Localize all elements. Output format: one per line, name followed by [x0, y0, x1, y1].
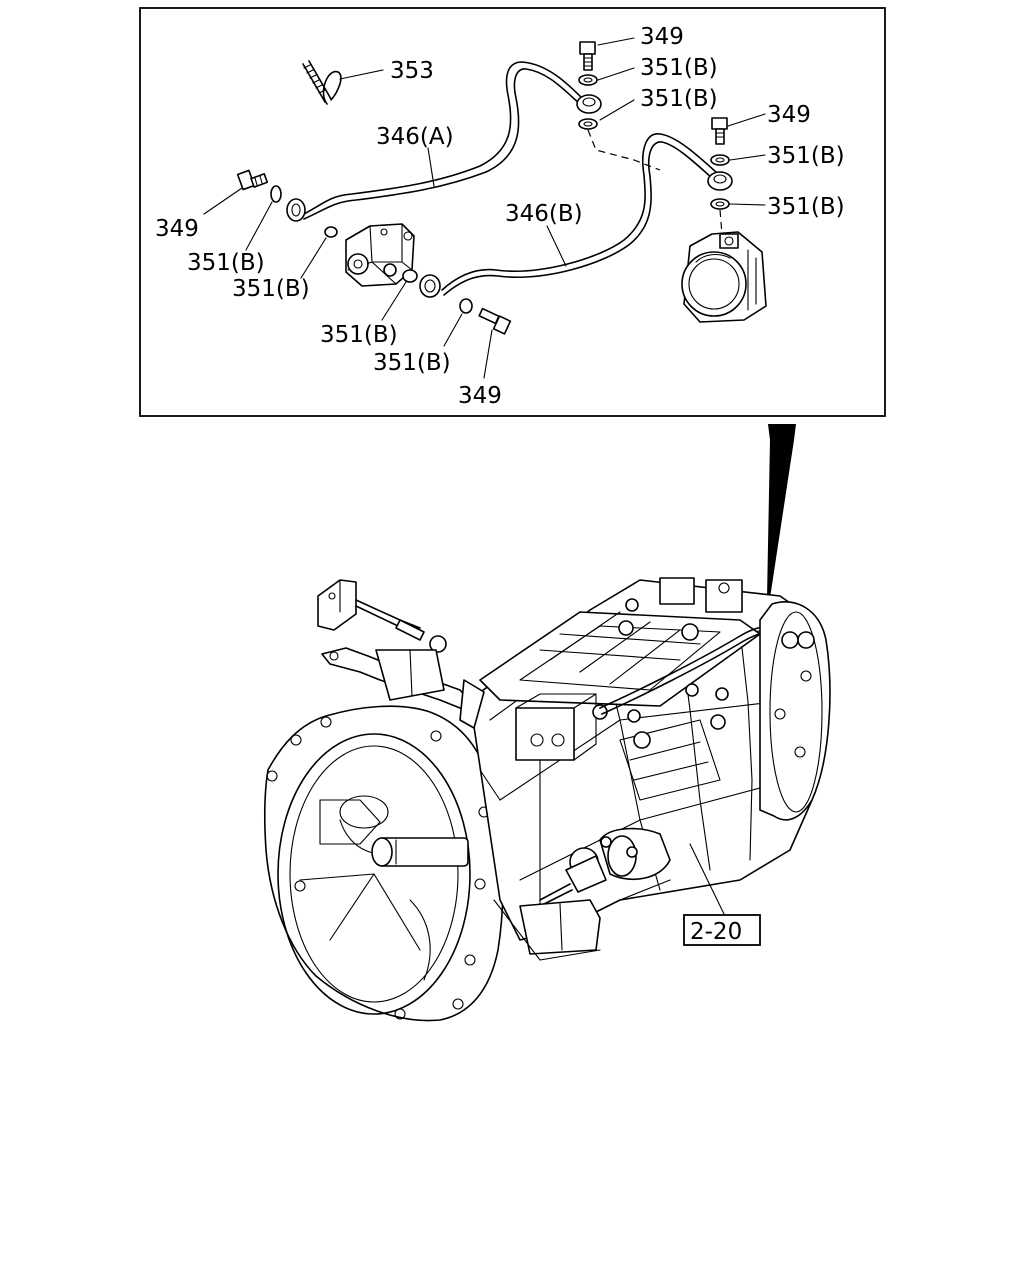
alignment-line-top [587, 129, 661, 171]
callout-351b-mid2: 351(B) [373, 350, 451, 376]
banjo-fitting-right [707, 171, 733, 191]
servo-unit [681, 231, 767, 323]
clutch-actuator [519, 827, 671, 955]
washer-351b-right1 [710, 154, 730, 166]
callout-351b-right2: 351(B) [767, 194, 845, 220]
shift-cover [479, 577, 761, 761]
callout-346b: 346(B) [505, 201, 583, 227]
reference-box [683, 914, 761, 946]
banjo-fitting-top [576, 94, 602, 114]
callout-353: 353 [390, 58, 434, 84]
banjo-bolt-349-right [711, 117, 728, 145]
callout-351b-top1: 351(B) [640, 55, 718, 81]
callout-351b-left2: 351(B) [232, 276, 310, 302]
banjo-bolt-349-bottom [478, 307, 512, 335]
clip-353 [302, 60, 342, 105]
banjo-bolt-349-top [579, 41, 596, 71]
reference-leader [689, 843, 725, 915]
washer-351b-left1 [270, 185, 282, 203]
callout-349-top: 349 [640, 24, 684, 50]
washer-351b-left2 [324, 226, 338, 238]
leader-346b [546, 225, 567, 267]
banjo-fitting-bottom [419, 274, 441, 298]
washer-351b-mid1 [402, 269, 418, 283]
callout-351b-mid1: 351(B) [320, 322, 398, 348]
callout-349-bottom: 349 [458, 383, 502, 409]
input-shaft [371, 837, 469, 867]
callout-351b-left1: 351(B) [187, 250, 265, 276]
banjo-fitting-left [286, 198, 306, 222]
detail-inset: 353 349 351(B) 351(B) 349 351(B) 351(B) … [139, 7, 886, 417]
callout-351b-top2: 351(B) [640, 86, 718, 112]
washer-351b-top2 [578, 118, 598, 130]
washer-351b-top1 [578, 74, 598, 86]
banjo-bolt-349-left [236, 169, 269, 191]
callout-351b-right1: 351(B) [767, 143, 845, 169]
reference-label: 2-20 [690, 919, 742, 945]
leader-353 [339, 69, 384, 80]
pipe-346a [303, 61, 585, 220]
transmission-assembly [263, 577, 831, 1022]
leader-346a [427, 147, 435, 187]
pipe-346b [441, 133, 717, 296]
washer-351b-mid2 [459, 298, 473, 314]
detail-pointer [767, 424, 796, 598]
rear-housing [759, 600, 831, 821]
valve-body [345, 223, 415, 287]
detail-frame [139, 7, 886, 417]
callout-349-left: 349 [155, 216, 199, 242]
shift-linkage [317, 579, 485, 729]
washer-351b-right2 [710, 198, 730, 210]
callout-346a: 346(A) [376, 124, 454, 150]
callout-349-right: 349 [767, 102, 811, 128]
